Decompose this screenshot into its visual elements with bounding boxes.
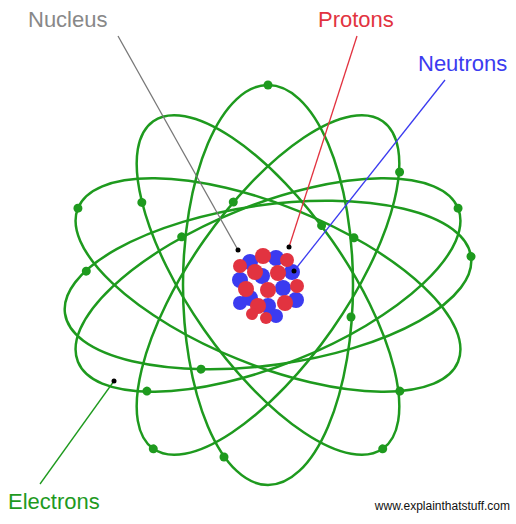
leader-lines [40,36,445,484]
watermark: www.explainthatstuff.com [375,500,510,513]
nucleus [232,248,304,324]
part-label: Neutrons [418,52,507,76]
part-label: Nucleus [28,8,107,32]
electron-dots [54,81,487,488]
part-label: Protons [318,8,394,32]
electron-orbits [48,76,488,493]
part-label: Electrons [8,490,100,514]
